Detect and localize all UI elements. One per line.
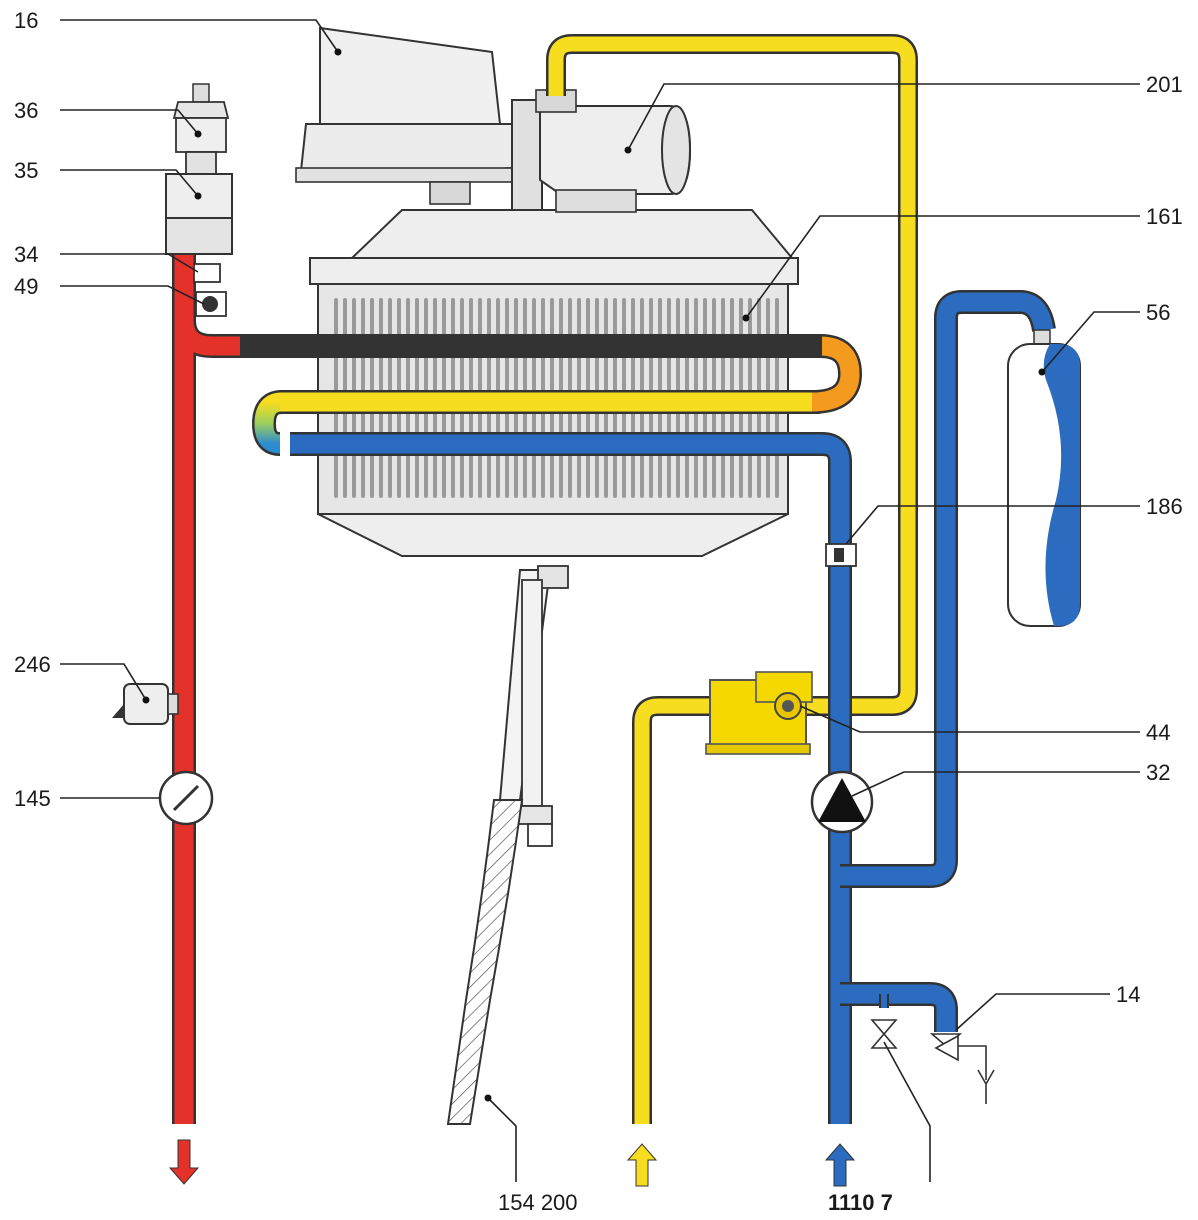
safety-thermostat <box>195 291 227 317</box>
expansion-vessel <box>1007 329 1081 627</box>
label-34: 34 <box>14 242 38 267</box>
label-bottom-left: 154 200 <box>498 1190 578 1215</box>
label-186: 186 <box>1146 494 1183 519</box>
return-sensor <box>825 543 857 567</box>
air-vent <box>172 83 230 175</box>
flow-sensor <box>193 263 221 283</box>
flow-arrow-red <box>168 1139 200 1185</box>
safety-valve <box>929 1033 995 1104</box>
pressure-gauge <box>158 770 214 826</box>
fan-unit <box>295 26 517 205</box>
label-145: 145 <box>14 786 51 811</box>
pressure-transducer <box>112 683 179 725</box>
label-16: 16 <box>14 8 38 33</box>
label-14: 14 <box>1116 982 1140 1007</box>
burner-mixer <box>511 89 692 213</box>
label-32: 32 <box>1146 760 1170 785</box>
flow-arrow-yellow <box>626 1143 658 1187</box>
air-separator <box>165 173 233 255</box>
label-44: 44 <box>1146 720 1170 745</box>
label-246: 246 <box>14 652 51 677</box>
label-49: 49 <box>14 274 38 299</box>
label-36: 36 <box>14 98 38 123</box>
label-56: 56 <box>1146 300 1170 325</box>
leader-lines <box>60 19 1140 1182</box>
heat-exchanger-housing <box>309 209 799 557</box>
label-161: 161 <box>1146 204 1183 229</box>
circulation-pump <box>810 770 874 834</box>
label-201: 201 <box>1146 72 1183 97</box>
labels: 16 36 35 34 49 246 145 201 161 56 186 44… <box>14 8 1183 1215</box>
drain-tap <box>870 1019 898 1049</box>
label-bottom-right: 1110 7 <box>828 1190 893 1215</box>
label-35: 35 <box>14 158 38 183</box>
flow-arrow-blue <box>824 1143 856 1187</box>
gas-valve <box>705 671 813 755</box>
condensate-trap <box>446 565 569 1125</box>
gas-inlet-pipe <box>632 696 712 1124</box>
